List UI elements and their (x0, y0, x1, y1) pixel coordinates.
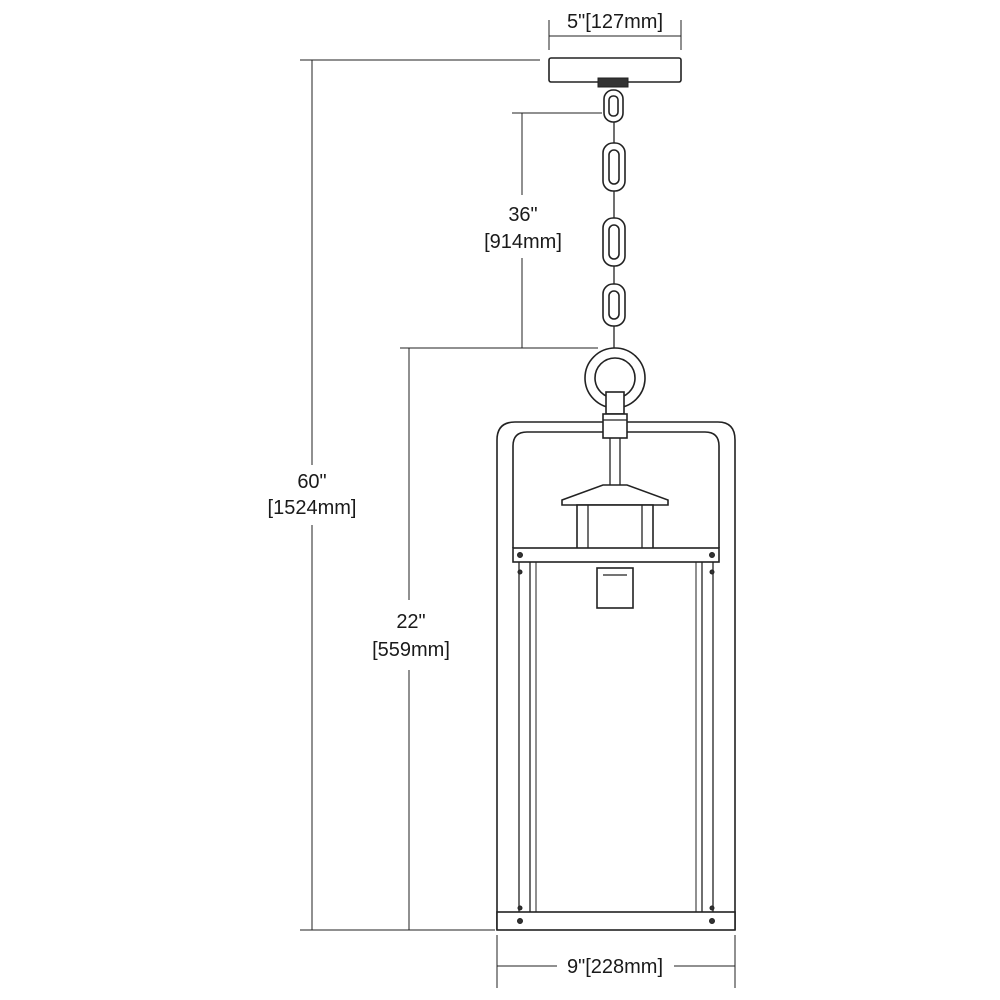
chain-length-imperial: 36" (508, 204, 537, 226)
fixture-height-imperial: 22" (396, 611, 425, 633)
fixture-width-dimension: 9"[228mm] (496, 935, 736, 988)
fixture-height-dimension: 22" [559mm] (372, 347, 595, 930)
chain-length-metric: [914mm] (484, 231, 562, 253)
fixture-height-metric: [559mm] (372, 639, 450, 661)
canopy-width-label: 5"[127mm] (567, 11, 663, 33)
canopy-width-dimension: 5"[127mm] (548, 11, 682, 50)
chain-length-dimension: 36" [914mm] (484, 112, 602, 349)
canopy (548, 57, 682, 88)
lamp-socket (596, 567, 634, 609)
overall-height-metric: [1524mm] (268, 497, 357, 519)
hanging-loop (584, 347, 646, 439)
lantern-body (496, 547, 736, 931)
overall-height-imperial: 60" (297, 471, 326, 493)
fixture-width-label: 9"[228mm] (567, 956, 663, 978)
overall-height-dimension: 60" [1524mm] (268, 59, 540, 931)
lantern-shade (561, 484, 669, 550)
chain (602, 89, 626, 348)
lantern-frame (496, 421, 736, 930)
